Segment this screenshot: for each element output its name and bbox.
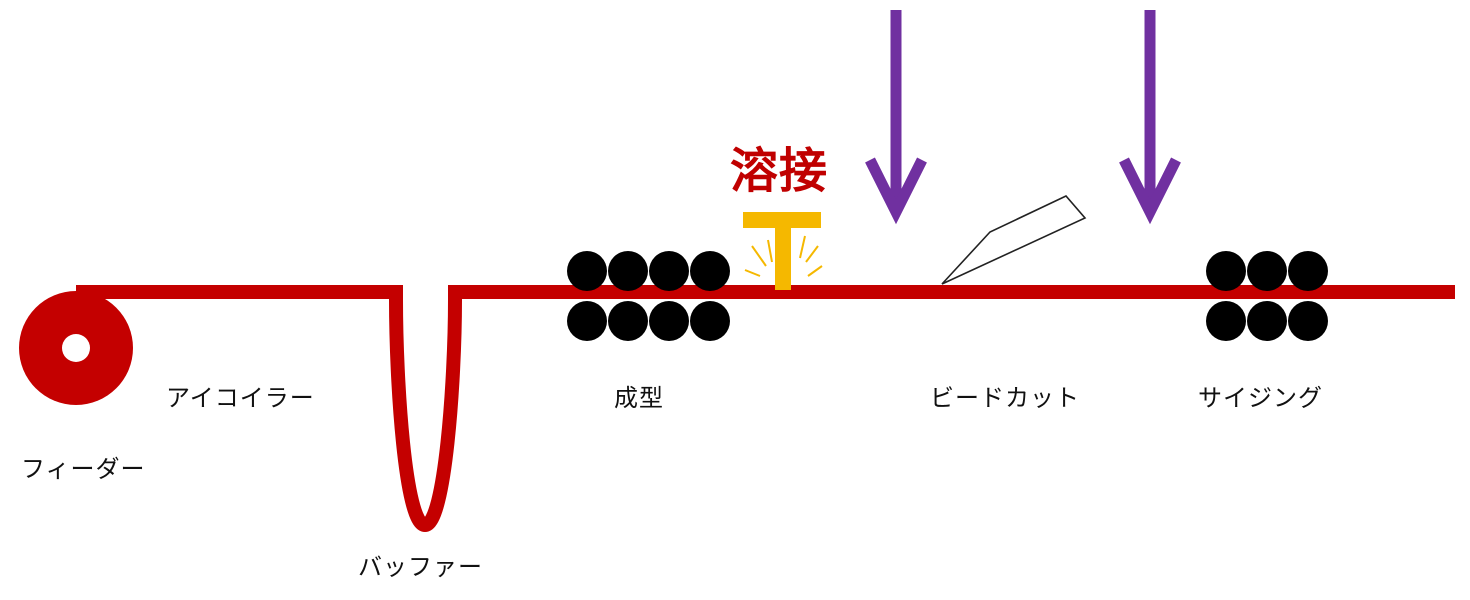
sizing-rollers (1206, 251, 1328, 341)
forming-roller (608, 251, 648, 291)
down-arrow-icon (865, 10, 927, 225)
forming-roller (567, 301, 607, 341)
coil-core (62, 334, 90, 362)
sizing-roller (1247, 251, 1287, 291)
torch-stem (775, 212, 791, 290)
forming-roller (567, 251, 607, 291)
metal-strip-left (76, 285, 1455, 533)
weld-torch-icon (743, 212, 823, 290)
forming-roller (608, 301, 648, 341)
sizing-roller (1206, 301, 1246, 341)
spark-icon (744, 235, 823, 277)
forming-rollers (567, 251, 730, 341)
uncoiler-label: アイコイラー (166, 384, 315, 412)
sizing-roller (1206, 251, 1246, 291)
bead-cut-label: ビードカット (930, 384, 1080, 412)
down-arrow-icon (1119, 10, 1181, 225)
sizing-roller (1288, 251, 1328, 291)
coil-icon (19, 291, 133, 405)
forming-roller (690, 251, 730, 291)
sizing-roller (1247, 301, 1287, 341)
buffer-label: バッファー (358, 553, 483, 581)
forming-roller (649, 301, 689, 341)
forming-roller (690, 301, 730, 341)
feeder-label: フィーダー (21, 455, 146, 483)
weld-label: 溶接 (730, 143, 829, 199)
forming-roller (649, 251, 689, 291)
knife-icon (941, 195, 1087, 285)
forming-label: 成型 (614, 384, 664, 412)
sizing-label: サイジング (1198, 384, 1323, 412)
sizing-roller (1288, 301, 1328, 341)
